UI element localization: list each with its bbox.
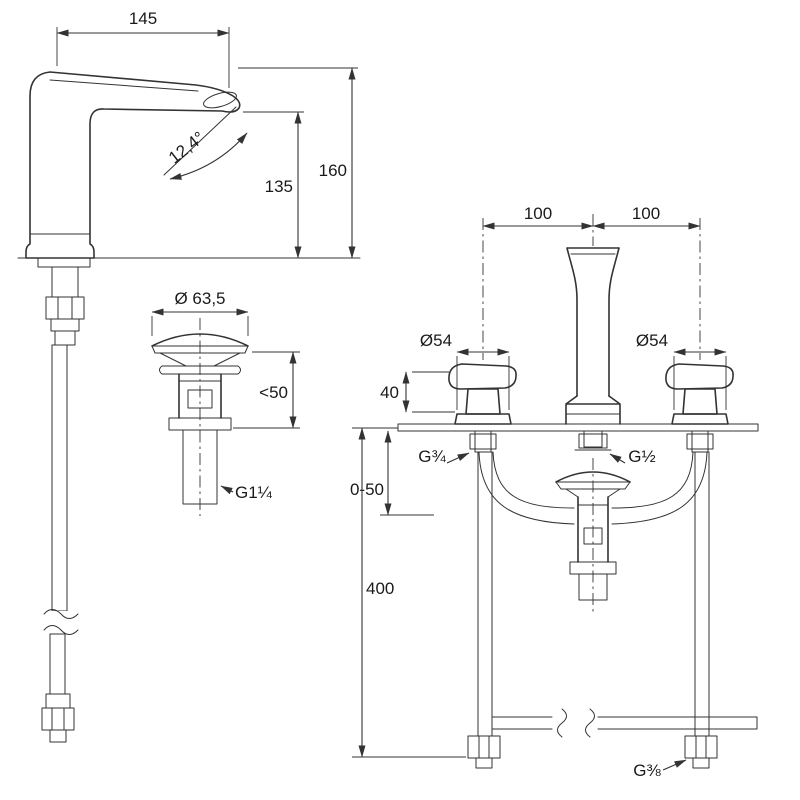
dim-63-5-label: Ø 63,5 [174, 289, 225, 308]
overflow-slot-front [583, 527, 603, 545]
label-g1-2: G½ [609, 447, 656, 466]
angle-arc [169, 132, 248, 180]
dim-160-label: 160 [319, 161, 347, 180]
waste-flange [159, 365, 241, 375]
right-handle [665, 363, 734, 425]
thread-g3-4-label: G¾ [418, 447, 446, 466]
base-washer [37, 257, 91, 268]
dim-dia54-right-label: Ø54 [636, 331, 668, 350]
supply-hose-upper [51, 344, 68, 612]
faucet-mounting-hardware [37, 257, 91, 743]
dim-100-right-label: 100 [632, 204, 660, 223]
right-hose-fitting [684, 735, 718, 769]
left-handle-body [465, 388, 501, 415]
aerator-outlet [203, 91, 237, 109]
left-handle-escutcheon [454, 413, 512, 425]
hose-break-symbol [43, 609, 79, 635]
thread-g3-8-label: G⅜ [633, 761, 661, 780]
countertop [397, 423, 759, 432]
bottom-horizontal-hose [491, 708, 758, 738]
dimension-100-left: 100 [482, 204, 594, 230]
label-g3-8: G⅜ [633, 759, 687, 780]
dim-40-label: 40 [380, 383, 399, 402]
dimension-400: 400 [352, 427, 466, 758]
dim-max-50-label: <50 [259, 383, 288, 402]
hose-end-nut [41, 707, 75, 731]
left-hose-fitting [467, 735, 501, 769]
dim-145-label: 145 [129, 9, 157, 28]
right-handle-body [682, 388, 718, 415]
dim-100-left-label: 100 [524, 204, 552, 223]
dim-dia54-left-label: Ø54 [420, 331, 452, 350]
label-g3-4: G¾ [418, 447, 470, 466]
mixer-front-view: 100 100 [344, 204, 759, 780]
angle-label: 12,4° [165, 128, 208, 168]
dimension-dia54-right: Ø54 [636, 331, 727, 410]
dim-135-label: 135 [265, 177, 293, 196]
faucet-side-view: 12,4° 145 [17, 9, 361, 743]
thread-g1-1-4-label: G1¼ [235, 483, 273, 502]
faucet-body-outline [25, 71, 241, 259]
spout-column [565, 247, 621, 425]
left-handle-lever [448, 363, 517, 390]
center-waste-assembly [555, 430, 631, 601]
dimension-max-50: <50 [233, 351, 300, 429]
right-handle-lever [665, 363, 734, 390]
waste-cap [151, 333, 249, 367]
right-supply-hose [694, 451, 710, 737]
faucet-body-details [29, 79, 237, 235]
right-locknut [686, 433, 714, 450]
dimension-40: 40 [380, 371, 455, 413]
left-locknut [469, 433, 497, 450]
left-handle [448, 363, 517, 425]
waste-valve-detail-view: Ø 63,5 <50 G1¼ [151, 289, 300, 516]
dimension-145: 145 [56, 9, 230, 88]
waste-threaded-tail [182, 429, 218, 505]
threaded-shank [51, 266, 79, 298]
waste-dome-front [555, 471, 631, 483]
supply-hose-lower [49, 633, 66, 695]
right-handle-escutcheon [671, 413, 729, 425]
dimension-100-right: 100 [592, 204, 701, 230]
dimension-160: 160 [238, 67, 358, 259]
dim-400-label: 400 [366, 579, 394, 598]
waste-tail-front [578, 573, 608, 601]
valve-to-waste-links [478, 451, 708, 525]
thread-g1-2-label: G½ [628, 447, 655, 466]
dim-0-50-label: 0-50 [350, 480, 384, 499]
dimension-dia54-left: Ø54 [420, 331, 510, 410]
dimension-135: 135 [243, 111, 304, 259]
overflow-slot [187, 389, 213, 409]
waste-body [168, 373, 232, 505]
pipe-break-symbol [557, 708, 595, 738]
spout-base [565, 395, 621, 425]
left-supply-hose [477, 451, 493, 737]
dimension-diameter-63-5: Ø 63,5 [151, 289, 249, 336]
mounting-nut [45, 296, 85, 320]
dimension-0-50: 0-50 [344, 430, 434, 516]
right-valve-underside [686, 430, 714, 737]
label-g1-1-4: G1¼ [220, 483, 273, 502]
center-locknut [578, 433, 608, 449]
